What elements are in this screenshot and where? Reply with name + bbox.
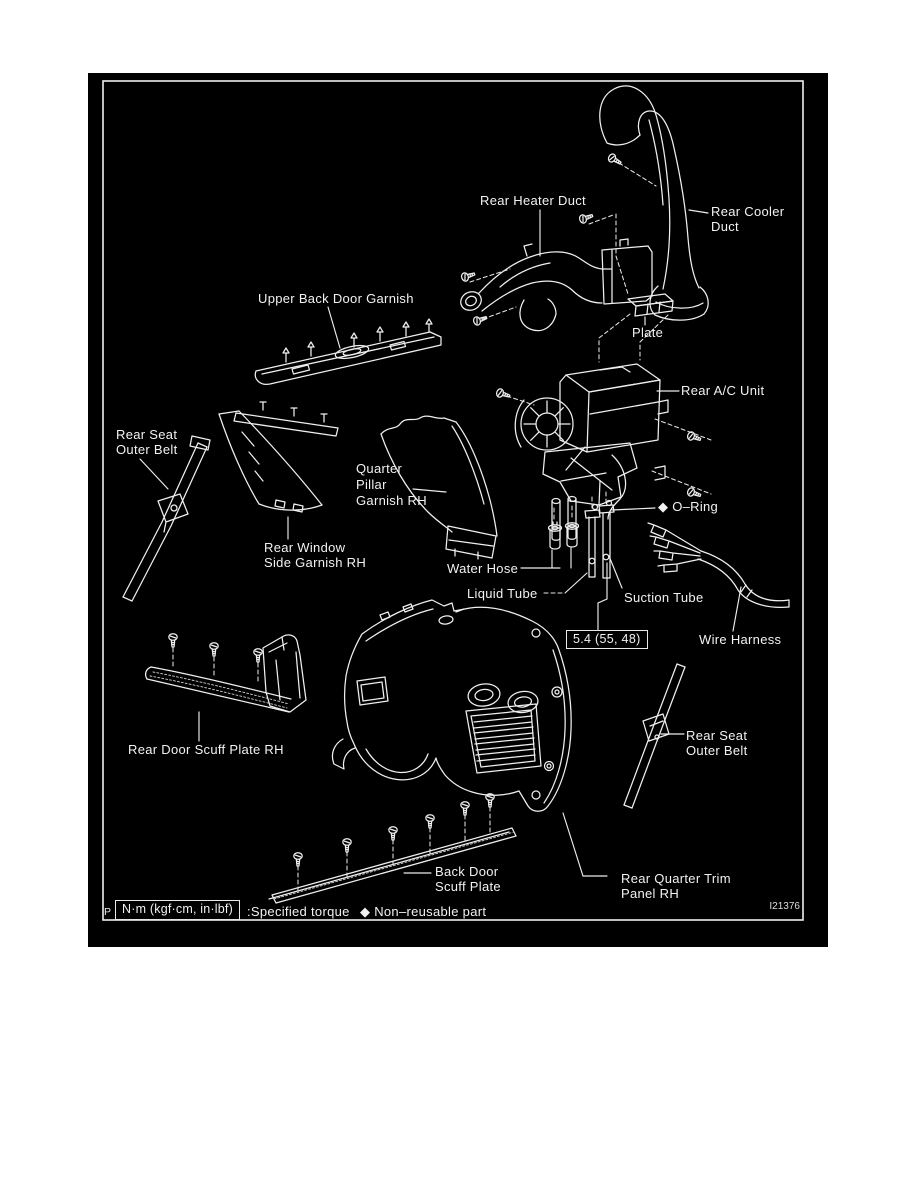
assembly-dashed-lines [172,162,712,894]
plate-drawing [627,293,674,317]
label-rear-ac-unit: Rear A/C Unit [681,383,765,398]
wire-harness-drawing [647,522,790,608]
quarter-pillar-garnish-drawing [380,415,498,560]
label-suction-tube: Suction Tube [624,590,704,605]
rear-seat-outer-belt-right-drawing [623,663,686,809]
rear-quarter-trim-panel-drawing [331,599,572,812]
label-rear-cooler-duct: Rear Cooler Duct [711,204,785,234]
label-upper-back-door-garnish: Upper Back Door Garnish [258,291,414,306]
rear-door-scuff-plate-drawing [145,634,307,713]
label-rear-heater-duct: Rear Heater Duct [480,193,586,208]
label-rear-seat-outer-belt-left: Rear Seat Outer Belt [116,427,178,457]
label-o-ring: ◆ O–Ring [658,499,719,514]
specified-torque-note: :Specified torque [247,904,350,919]
label-back-door-scuff-plate: Back Door Scuff Plate [435,864,501,894]
label-leader-lines [139,209,742,877]
torque-unit-legend-box: N·m (kgf·cm, in·lbf) [115,900,240,920]
label-wire-harness: Wire Harness [699,632,782,647]
upper-back-door-garnish-drawing [254,318,442,385]
label-liquid-tube: Liquid Tube [467,586,538,601]
label-quarter-pillar-garnish-rh: Quarter Pillar Garnish RH [356,461,427,508]
page-corner-mark: P [104,906,112,918]
label-rear-door-scuff-plate-rh: Rear Door Scuff Plate RH [128,742,284,757]
diagram-background [88,73,828,947]
figure-code: I21376 [769,901,800,912]
label-rear-quarter-trim-panel-rh: Rear Quarter Trim Panel RH [621,871,731,901]
rear-window-side-garnish-drawing [218,401,339,513]
label-rear-seat-outer-belt-right: Rear Seat Outer Belt [686,728,748,758]
label-plate: Plate [632,325,664,340]
torque-spec-callout: 5.4 (55, 48) [566,630,648,649]
water-hose-drawing [547,521,580,550]
label-rear-window-side-garnish-rh: Rear Window Side Garnish RH [264,540,367,570]
label-water-hose: Water Hose [447,561,519,576]
rear-seat-outer-belt-left-drawing [122,435,211,602]
non-reusable-part-note: ◆ Non–reusable part [360,904,487,919]
diagram-border [102,80,804,921]
back-door-scuff-plate-drawing [268,827,517,904]
rear-cooler-duct-drawing [599,85,709,321]
